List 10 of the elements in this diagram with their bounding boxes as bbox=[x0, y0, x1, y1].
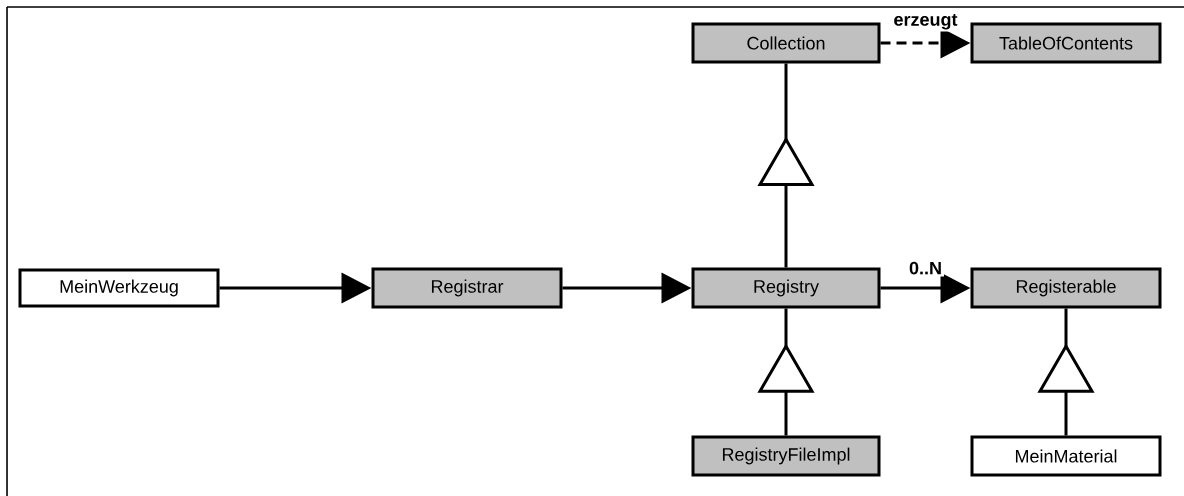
class-box: Registerable bbox=[970, 267, 1162, 309]
class-box: TableOfContents bbox=[970, 22, 1162, 64]
class-box: RegistryFileImpl bbox=[691, 435, 881, 477]
class-box: Collection bbox=[691, 22, 881, 64]
class-box: MeinMaterial bbox=[970, 435, 1162, 477]
class-box: Registrar bbox=[371, 267, 563, 309]
class-box: Registry bbox=[691, 267, 881, 309]
class-box: MeinWerkzeug bbox=[18, 268, 220, 308]
edge-label: 0..N bbox=[909, 261, 941, 275]
edge-label: erzeugt bbox=[894, 13, 958, 30]
